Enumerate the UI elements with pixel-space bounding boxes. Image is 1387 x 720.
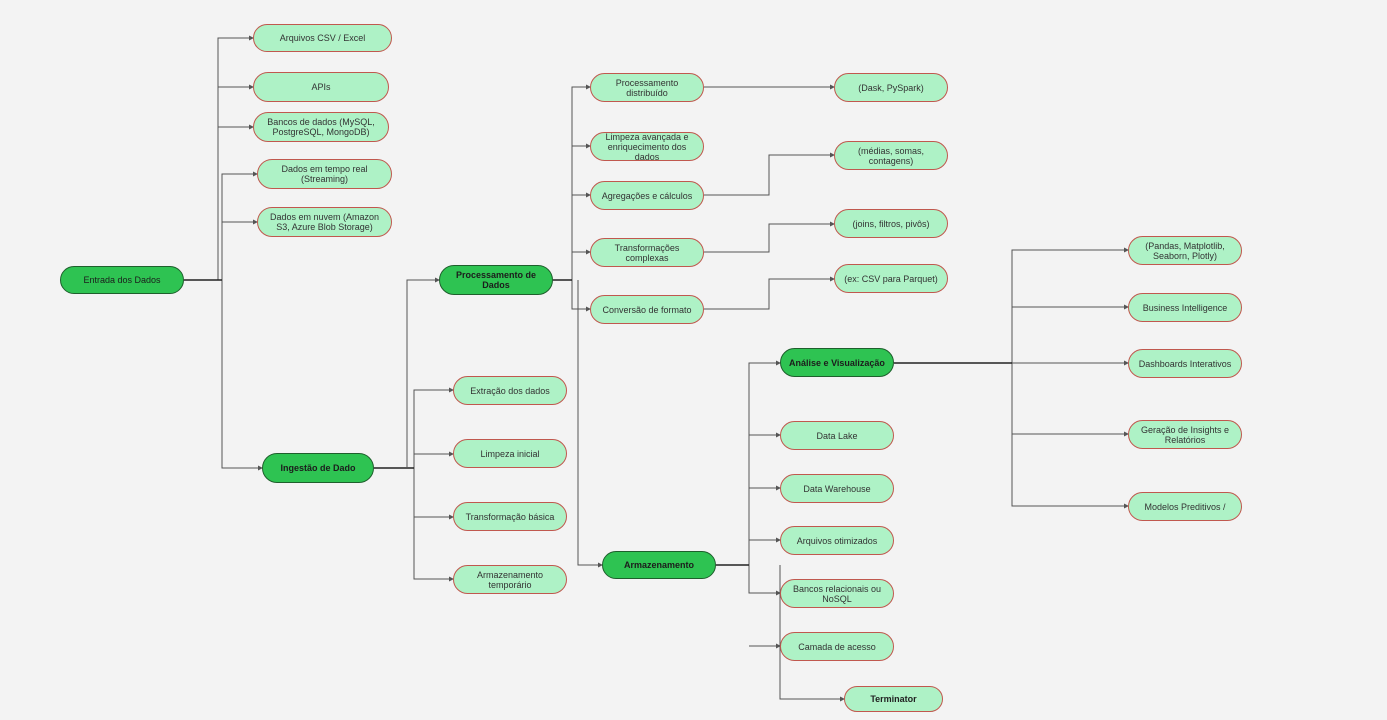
- node-label: Agregações e cálculos: [601, 190, 693, 201]
- node-arquivos-otimizados[interactable]: Arquivos otimizados: [780, 526, 894, 555]
- node-label: Geração de Insights e Relatórios: [1140, 424, 1230, 445]
- node-dados-em-nuvem[interactable]: Dados em nuvem (Amazon S3, Azure Blob St…: [257, 207, 392, 237]
- node-label: APIs: [311, 82, 331, 92]
- node-label: Ingestão de Dado: [280, 463, 356, 473]
- node-bancos-de-dados[interactable]: Bancos de dados (MySQL, PostgreSQL, Mong…: [253, 112, 389, 142]
- node-label: (ex: CSV para Parquet): [844, 273, 938, 284]
- node-dados-tempo-real[interactable]: Dados em tempo real (Streaming): [257, 159, 392, 189]
- node-medias-somas[interactable]: (médias, somas, contagens): [834, 141, 948, 170]
- node-label: (Pandas, Matplotlib, Seaborn, Plotly): [1145, 240, 1225, 261]
- node-terminator[interactable]: Terminator: [844, 686, 943, 712]
- node-transformacao-basica[interactable]: Transformação básica: [453, 502, 567, 531]
- node-label: Dados em nuvem (Amazon S3, Azure Blob St…: [269, 212, 380, 232]
- node-modelos-preditivos[interactable]: Modelos Preditivos /: [1128, 492, 1242, 521]
- node-data-lake[interactable]: Data Lake: [780, 421, 894, 450]
- node-ingestao-de-dado[interactable]: Ingestão de Dado: [262, 453, 374, 483]
- node-label: Processamento distribuído: [615, 77, 679, 98]
- node-processamento-distribuido[interactable]: Processamento distribuído: [590, 73, 704, 102]
- node-label: Limpeza inicial: [480, 448, 540, 459]
- node-label: Arquivos CSV / Excel: [279, 33, 366, 43]
- node-armazenamento[interactable]: Armazenamento: [602, 551, 716, 579]
- node-label: Bancos de dados (MySQL, PostgreSQL, Mong…: [267, 117, 375, 137]
- node-entrada-dos-dados[interactable]: Entrada dos Dados: [60, 266, 184, 294]
- node-label: Arquivos otimizados: [796, 535, 878, 546]
- node-label: Transformações complexas: [614, 242, 680, 263]
- node-label: Transformação básica: [465, 511, 555, 522]
- node-dashboards-interativos[interactable]: Dashboards Interativos: [1128, 349, 1242, 378]
- node-label: Dashboards Interativos: [1138, 358, 1232, 369]
- node-analise-e-visualizacao[interactable]: Análise e Visualização: [780, 348, 894, 377]
- node-bancos-relacionais[interactable]: Bancos relacionais ou NoSQL: [780, 579, 894, 608]
- node-limpeza-inicial[interactable]: Limpeza inicial: [453, 439, 567, 468]
- node-label: (médias, somas, contagens): [857, 145, 925, 166]
- node-label: Dados em tempo real (Streaming): [281, 164, 368, 184]
- node-label: (Dask, PySpark): [858, 82, 924, 93]
- node-pandas-matplotlib[interactable]: (Pandas, Matplotlib, Seaborn, Plotly): [1128, 236, 1242, 265]
- node-dask-pyspark[interactable]: (Dask, PySpark): [834, 73, 948, 102]
- node-label: Armazenamento temporário: [476, 569, 544, 590]
- node-label: Análise e Visualização: [789, 357, 885, 368]
- node-joins-filtros[interactable]: (joins, filtros, pivôs): [834, 209, 948, 238]
- node-label: Processamento de Dados: [455, 270, 537, 290]
- node-label: Data Warehouse: [803, 483, 871, 494]
- node-label: Modelos Preditivos /: [1144, 501, 1226, 512]
- node-geracao-de-insights[interactable]: Geração de Insights e Relatórios: [1128, 420, 1242, 449]
- node-camada-de-acesso[interactable]: Camada de acesso: [780, 632, 894, 661]
- node-transformacoes-complexas[interactable]: Transformações complexas: [590, 238, 704, 267]
- node-business-intelligence[interactable]: Business Intelligence: [1128, 293, 1242, 322]
- node-data-warehouse[interactable]: Data Warehouse: [780, 474, 894, 503]
- node-arquivos-csv[interactable]: Arquivos CSV / Excel: [253, 24, 392, 52]
- node-agregacoes[interactable]: Agregações e cálculos: [590, 181, 704, 210]
- node-label: Conversão de formato: [602, 304, 692, 315]
- node-armazenamento-temporario[interactable]: Armazenamento temporário: [453, 565, 567, 594]
- node-label: Bancos relacionais ou NoSQL: [792, 583, 882, 604]
- node-label: (joins, filtros, pivôs): [852, 218, 930, 229]
- node-csv-para-parquet[interactable]: (ex: CSV para Parquet): [834, 264, 948, 293]
- node-processamento-de-dados[interactable]: Processamento de Dados: [439, 265, 553, 295]
- node-label: Entrada dos Dados: [83, 275, 161, 285]
- node-conversao-de-formato[interactable]: Conversão de formato: [590, 295, 704, 324]
- node-label: Data Lake: [816, 430, 858, 441]
- node-label: Terminator: [870, 694, 917, 704]
- node-apis[interactable]: APIs: [253, 72, 389, 102]
- node-label: Armazenamento: [623, 560, 695, 570]
- node-label: Camada de acesso: [798, 641, 876, 652]
- node-label: Limpeza avançada e enriquecimento dos da…: [605, 131, 689, 162]
- node-label: Business Intelligence: [1142, 302, 1228, 313]
- node-extracao-dos-dados[interactable]: Extração dos dados: [453, 376, 567, 405]
- node-label: Extração dos dados: [470, 385, 550, 396]
- node-limpeza-avancada[interactable]: Limpeza avançada e enriquecimento dos da…: [590, 131, 704, 162]
